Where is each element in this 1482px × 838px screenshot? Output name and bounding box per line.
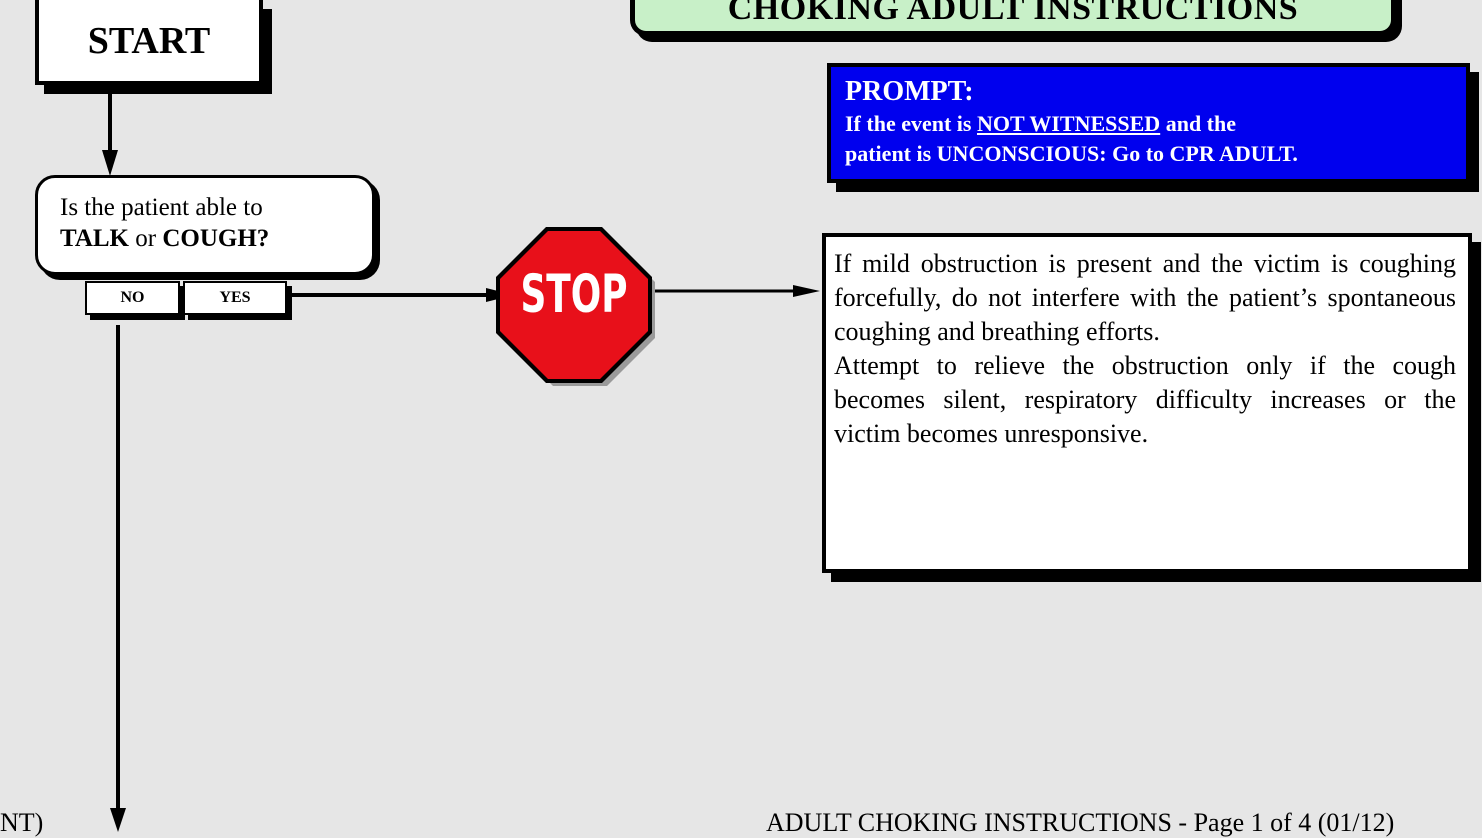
answer-yes-label: YES	[219, 289, 251, 306]
footer-left: NT)	[0, 808, 44, 837]
answer-no-label: NO	[120, 289, 145, 306]
answer-no-button[interactable]: NO	[85, 281, 180, 315]
question-or: or	[135, 225, 157, 252]
question-cough: COUGH?	[162, 225, 270, 252]
stop-sign: STOP	[496, 227, 655, 386]
arrowhead-info	[793, 285, 820, 297]
page-title: CHOKING ADULT INSTRUCTIONS	[727, 0, 1299, 27]
prompt-line-1-post: and the	[1165, 111, 1236, 136]
stop-sign-label: STOP	[520, 263, 627, 325]
info-paragraph-2: Attempt to relieve the obstruction only …	[834, 351, 1456, 448]
question-prefix: Is the patient able to	[60, 194, 263, 221]
start-box: START	[35, 0, 263, 85]
stop-sign-fill	[500, 231, 648, 379]
prompt-heading: PROMPT:	[845, 76, 974, 107]
info-box: If mild obstruction is present and the v…	[822, 233, 1472, 573]
info-paragraph-1: If mild obstruction is present and the v…	[834, 249, 1456, 346]
footer-page-info: ADULT CHOKING INSTRUCTIONS - Page 1 of 4…	[766, 808, 1395, 837]
answer-yes-button[interactable]: YES	[183, 281, 287, 315]
prompt-not-witnessed: NOT WITNESSED	[976, 111, 1161, 136]
arrowhead-down	[110, 808, 126, 832]
title-banner: CHOKING ADULT INSTRUCTIONS	[630, 0, 1396, 36]
question-box: Is the patient able to TALK or COUGH?	[35, 175, 375, 275]
start-label: START	[87, 19, 211, 62]
question-talk: TALK	[60, 225, 129, 252]
prompt-line-2: patient is UNCONSCIOUS: Go to CPR ADULT.	[845, 141, 1298, 166]
prompt-line-1: If the event is NOT WITNESSED and the	[845, 109, 1466, 139]
arrowhead-question	[102, 150, 118, 176]
prompt-box: PROMPT: If the event is NOT WITNESSED an…	[827, 63, 1470, 183]
prompt-line-1-pre: If the event is	[845, 111, 972, 136]
